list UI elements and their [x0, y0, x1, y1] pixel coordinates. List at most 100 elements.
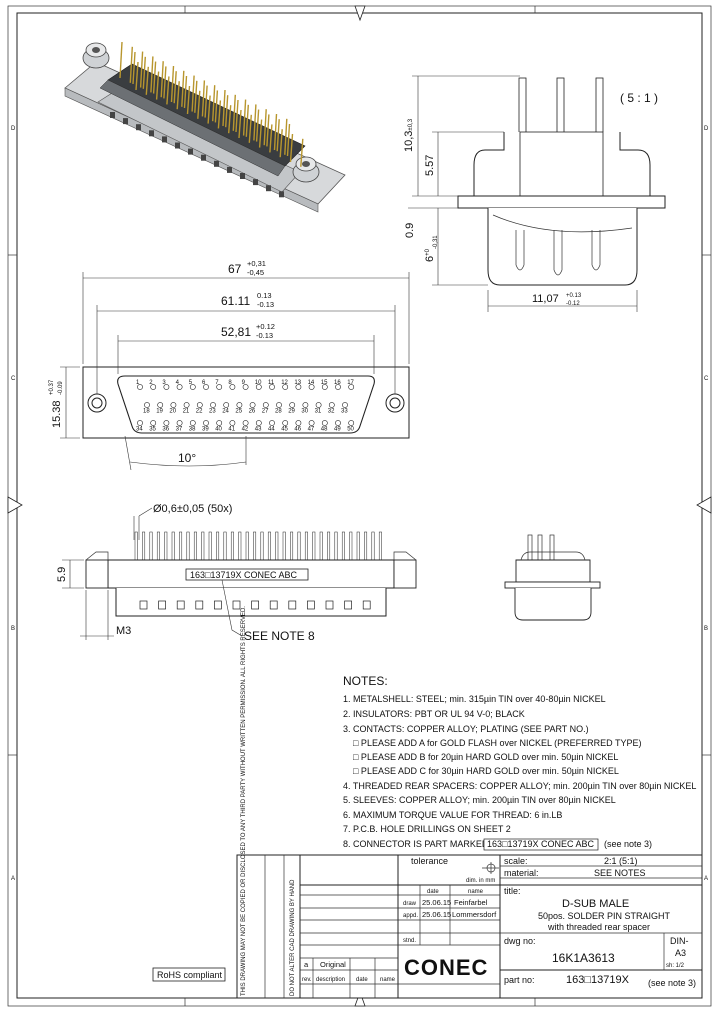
- pin-number: 22: [196, 409, 203, 415]
- pin-contact: [170, 402, 177, 408]
- iso-pin: [129, 46, 133, 83]
- iso-pin: [279, 129, 283, 158]
- label-sheet: sh: 1/2: [666, 963, 685, 969]
- iso-hole: [266, 185, 271, 192]
- side-pin: [230, 531, 234, 561]
- side-pin: [179, 531, 183, 561]
- pin-contact: [236, 402, 243, 408]
- iso-pin: [284, 118, 288, 155]
- dim-5-57: 5.57: [424, 155, 436, 176]
- pin-number: 20: [169, 409, 176, 415]
- pin-number: 25: [235, 409, 242, 415]
- pin-contact: [335, 384, 341, 390]
- pin-contact: [157, 402, 164, 408]
- appd-name: Lommersdorf: [452, 910, 497, 919]
- note-7: 7. P.C.B. HOLE DRILLINGS ON SHEET 2: [343, 824, 511, 834]
- rohs-badge: RoHS compliant: [152, 967, 226, 982]
- iso-hole: [110, 112, 115, 118]
- side-pin: [208, 531, 212, 561]
- conec-logo: CONEC: [404, 955, 488, 980]
- side-pin: [267, 531, 271, 561]
- label-stnd: stnd.: [403, 938, 416, 944]
- pin-contact: [176, 420, 183, 426]
- side-pin: [238, 531, 242, 561]
- side-hole: [232, 600, 241, 610]
- iso-hole: [149, 130, 154, 137]
- pin-number: 13: [294, 380, 301, 386]
- pin-number: 4: [176, 380, 180, 386]
- note-3: 3. CONTACTS: COPPER ALLOY; PLATING (SEE …: [343, 724, 589, 734]
- dim-11-07-tol-dn: -0.12: [566, 301, 580, 307]
- iso-pin: [286, 123, 291, 157]
- iso-hole: [136, 124, 141, 131]
- border-right-b: B: [704, 626, 708, 632]
- label-rev-date: date: [356, 977, 368, 983]
- pin-number: 47: [308, 427, 315, 433]
- pin-contact: [229, 420, 236, 426]
- iso-pin: [258, 119, 263, 148]
- pin-number: 3: [162, 380, 166, 386]
- dim-11-07: 11,07: [532, 293, 559, 305]
- label-original: Original: [320, 960, 346, 969]
- label-part-no: part no:: [504, 975, 535, 985]
- label-dim-mm: dim. in mm: [466, 878, 495, 884]
- iso-pin: [245, 104, 249, 137]
- pin-contact: [348, 384, 355, 390]
- iso-pin: [170, 65, 175, 103]
- pin-number: 9: [242, 380, 246, 386]
- side-pin: [223, 531, 227, 561]
- dim-15-38-tol: +0.37: [49, 379, 55, 395]
- note-8-marking: 163□13719X CONEC ABC: [487, 839, 594, 849]
- iso-pin: [173, 71, 177, 104]
- iso-pin: [217, 100, 222, 129]
- pin-number: 42: [242, 427, 249, 433]
- label-dwg-no: dwg no:: [504, 936, 536, 946]
- pin-number: 24: [222, 409, 229, 415]
- side-pin: [134, 531, 138, 561]
- iso-pin: [255, 109, 260, 142]
- pin-number: 30: [301, 409, 308, 415]
- dim-52-81-tol-dn: -0.13: [256, 331, 273, 340]
- pin-contact: [255, 384, 262, 390]
- iso-hole: [123, 118, 128, 125]
- iso-pin: [238, 109, 242, 139]
- pin-contact: [223, 402, 230, 408]
- dim-61-11: 61.11: [221, 294, 250, 308]
- iso-pin: [201, 80, 206, 117]
- pin-number: 31: [315, 409, 322, 415]
- pin-contact: [321, 384, 328, 390]
- pin-number: 5: [189, 380, 193, 386]
- title-block: THIS DRAWING MAY NOT BE COPIED OR DISCLO…: [236, 606, 703, 999]
- pin-number: 40: [215, 427, 222, 433]
- side-pin: [142, 531, 146, 561]
- iso-pin: [235, 99, 239, 133]
- pin-contact: [176, 384, 183, 390]
- side-pin: [149, 531, 153, 561]
- dim-pin-diameter: Ø0,6±0,05 (50x): [153, 503, 232, 515]
- note-3b: □ PLEASE ADD B for 20µin HARD GOLD over …: [353, 752, 618, 762]
- pin-contact: [262, 402, 269, 408]
- dim-61-11-tol-dn: -0.13: [257, 300, 274, 309]
- iso-pin: [186, 85, 191, 115]
- pin-number: 12: [281, 380, 288, 386]
- pin-number: 27: [262, 409, 269, 415]
- iso-pin: [119, 41, 123, 79]
- side-hole: [195, 600, 204, 610]
- iso-pin: [191, 75, 195, 112]
- side-note-right: DO NOT ALTER CAD DRAWING BY HAND: [290, 879, 296, 996]
- pin-contact: [196, 402, 203, 408]
- label-rev: rev.: [302, 977, 312, 983]
- note-8-see-note: (see note 3): [604, 839, 652, 849]
- iso-hole: [253, 179, 258, 186]
- scale-5-1-label: ( 5 : 1 ): [620, 91, 658, 105]
- iso-pin: [139, 51, 144, 88]
- iso-pin: [289, 133, 294, 163]
- side-pin: [156, 531, 160, 561]
- iso-pin: [269, 124, 273, 153]
- iso-pin: [155, 71, 160, 100]
- side-pin: [349, 531, 353, 561]
- pin-contact: [308, 420, 315, 426]
- side-pin: [253, 531, 257, 561]
- side-pin: [245, 531, 249, 561]
